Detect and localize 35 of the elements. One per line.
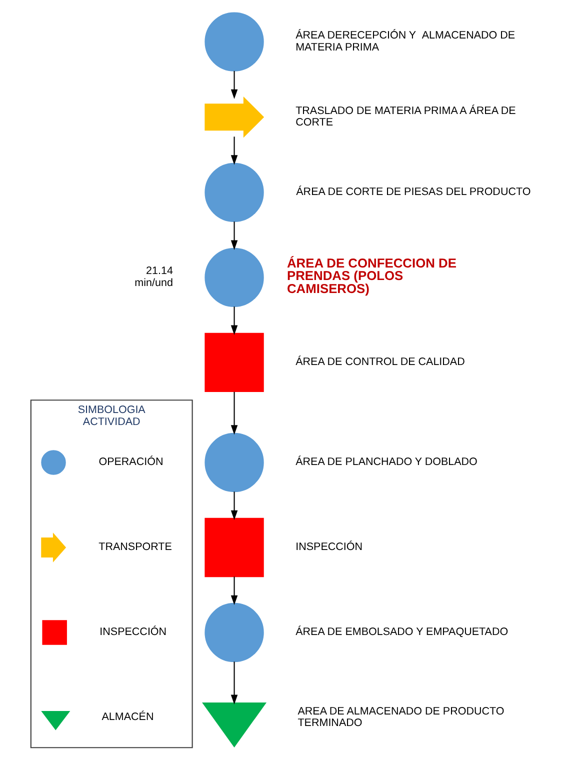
node-box — [204, 332, 264, 392]
node-circle — [204, 602, 264, 662]
node-label: ÁREA DE CORTE DE PIESAS DEL PRODUCTO — [296, 186, 531, 198]
node-label: ÁREA DE CONFECCION DE PRENDAS (POLOS CAMISEROS) — [286, 255, 456, 296]
arrow — [230, 136, 238, 165]
node-label: TRASLADO DE MATERIA PRIMA A ÁREA DE CORTE — [296, 104, 516, 129]
node-circle — [204, 12, 264, 72]
node-label: ÁREA DERECEPCIÓN Y ALMACENADO DE MATERIA PRIMA — [296, 30, 516, 54]
legend-label: INSPECCIÓN — [100, 626, 167, 638]
node-label: ÁREA DE CONTROL DE CALIDAD — [296, 356, 465, 368]
arrow — [230, 70, 238, 100]
node-circle — [204, 162, 264, 222]
node-label: ÁREA DE PLANCHADO Y DOBLADO — [296, 456, 478, 468]
legend-label: ALMACÉN — [102, 711, 154, 724]
node-label: INSPECCIÓN — [296, 541, 363, 554]
node-triangle — [202, 702, 267, 748]
arrow — [230, 306, 238, 335]
node-label: 21.14 min/und — [134, 265, 173, 290]
node-circle — [204, 432, 264, 492]
arrow — [230, 662, 238, 704]
node-label: ÁREA DE EMBOLSADO Y EMPAQUETADO — [296, 626, 508, 638]
legend-label: OPERACIÓN — [98, 456, 164, 468]
legend-label: TRANSPORTE — [98, 541, 172, 554]
node-label: AREA DE ALMACENADO DE PRODUCTO TERMINADO — [298, 705, 504, 730]
arrow — [230, 492, 238, 520]
arrow — [230, 222, 238, 250]
node-box — [42, 620, 67, 645]
node-triangle — [41, 711, 70, 730]
arrow — [230, 576, 238, 606]
node-arrow — [204, 96, 264, 138]
node-arrow — [41, 532, 66, 562]
arrow — [230, 392, 238, 435]
node-circle — [204, 248, 264, 308]
node-circle — [41, 450, 66, 475]
node-box — [204, 518, 264, 578]
